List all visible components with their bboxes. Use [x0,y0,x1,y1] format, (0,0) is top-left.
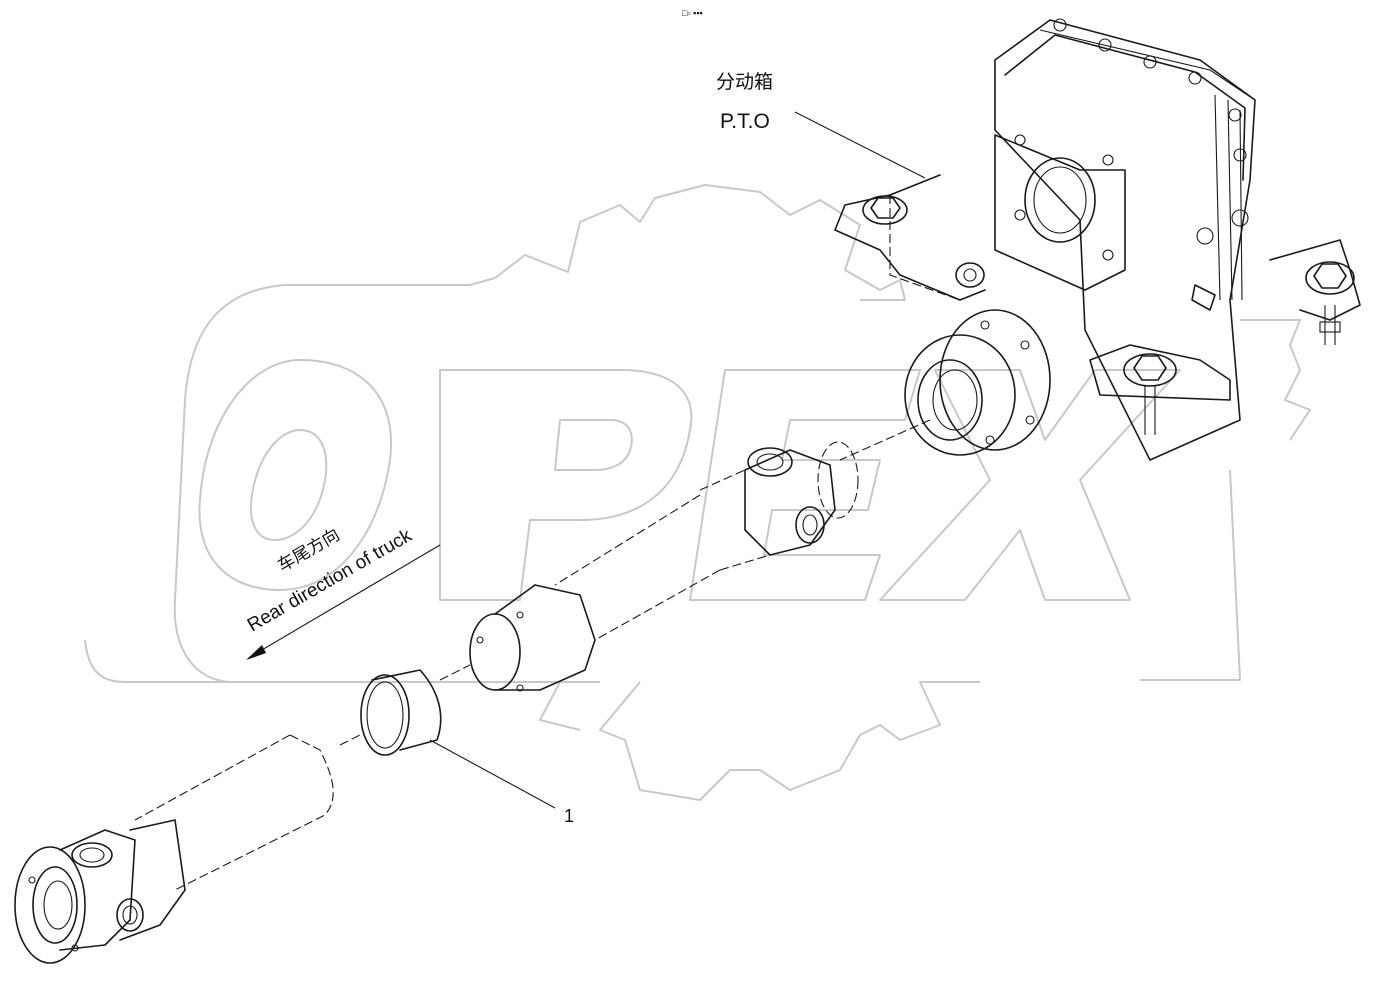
pto-label-english: P.T.O [720,110,770,133]
watermark-opex-letters [198,359,1181,601]
rear-direction-arrow [246,544,441,660]
part-1-bushing [339,664,471,756]
housing-bolts [1053,18,1247,162]
part-1-leader-line [429,739,556,809]
pto-leader-line [794,111,926,179]
pto-output-flange [904,309,1051,456]
part-callout-number: 1 [564,806,574,826]
header-mark: □▫ ▪▪▪ [682,8,703,18]
lower-drive-shaft [14,734,334,964]
watermark-gear [84,184,1311,801]
pto-label-chinese: 分动箱 [716,71,773,93]
pto-housing [834,18,1361,461]
upper-drive-shaft [469,419,931,692]
